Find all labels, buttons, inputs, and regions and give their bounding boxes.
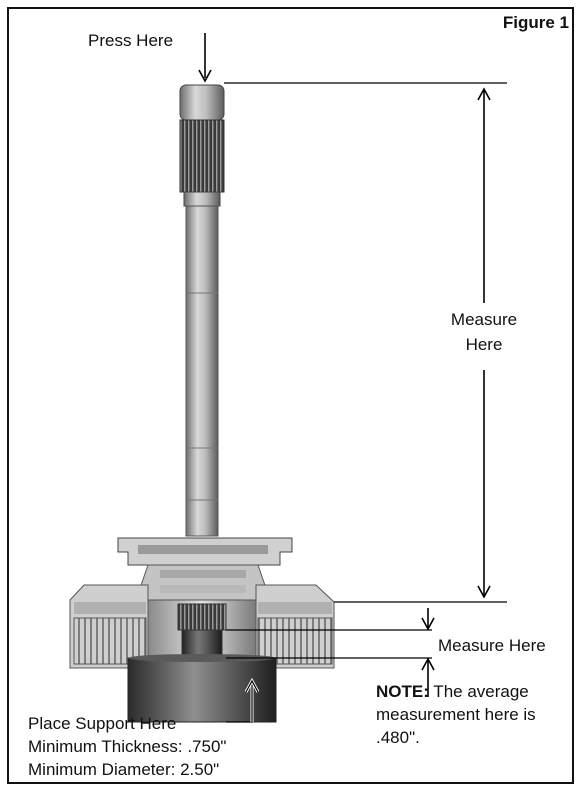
support-label: Place Support Here [28, 714, 177, 733]
note-text: The average measurement here is .480". [376, 682, 536, 747]
shaft-top [179, 84, 225, 207]
support-block [127, 654, 277, 723]
figure-title: Figure 1 [502, 13, 569, 32]
right-drum [255, 584, 335, 669]
shaft-body [185, 205, 219, 537]
left-drum [69, 584, 149, 669]
min-diameter-label: Minimum Diameter: 2.50" [28, 760, 220, 779]
measure-top-label: Measure Here [446, 309, 522, 355]
min-thickness-label: Minimum Thickness: .750" [28, 737, 227, 756]
note-block: NOTE: The average measurement here is .4… [376, 680, 571, 749]
support-pointer [226, 677, 260, 723]
measure-small-label: Measure Here [438, 636, 546, 655]
measure-top-line2: Here [465, 335, 503, 354]
press-here-label: Press Here [88, 31, 174, 50]
measure-top-line1: Measure [450, 310, 518, 329]
measure-arrow-large [477, 87, 491, 599]
dimension-lines [224, 82, 507, 659]
press-arrow [198, 33, 212, 83]
measure-arrow-small [421, 608, 435, 697]
note-label: NOTE: [376, 682, 429, 701]
